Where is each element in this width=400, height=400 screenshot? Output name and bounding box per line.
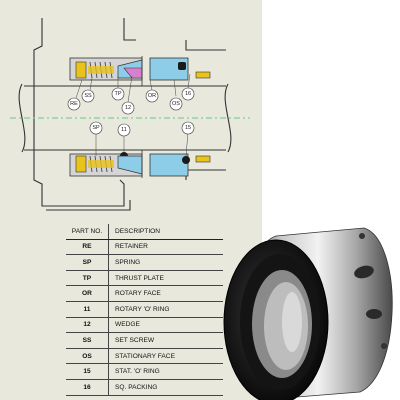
- description-cell: SQ. PACKING: [108, 379, 223, 396]
- table-row: TP THRUST PLATE: [66, 270, 223, 287]
- callout-ss-circle: [81, 89, 95, 103]
- table-header-row: PART NO. DESCRIPTION: [66, 224, 223, 240]
- set-screw-hole: [366, 309, 382, 319]
- parts-table: PART NO. DESCRIPTION RE RETAINER SP SPRI…: [66, 224, 223, 396]
- table-row: SS SET SCREW: [66, 332, 223, 349]
- table-row: OS STATIONARY FACE: [66, 348, 223, 365]
- table-row: 15 STAT. 'O' RING: [66, 363, 223, 380]
- set-screw-hole: [381, 343, 387, 349]
- callout-or-circle: [145, 89, 159, 103]
- callout-12-circle: [121, 101, 135, 115]
- description-cell: ROTARY FACE: [108, 285, 223, 302]
- description-cell: THRUST PLATE: [108, 270, 223, 287]
- callout-sp: SP: [92, 125, 100, 131]
- stationary-oring-bottom: [182, 156, 190, 164]
- part-no-cell: OR: [66, 285, 109, 302]
- callout-tp-circle: [111, 87, 125, 101]
- table-row: RE RETAINER: [66, 239, 223, 256]
- part-no-cell: SS: [66, 332, 109, 349]
- part-no-cell: SP: [66, 254, 109, 271]
- callout-16: 16: [185, 91, 191, 97]
- header-description: DESCRIPTION: [108, 224, 223, 240]
- description-cell: STAT. 'O' RING: [108, 363, 223, 380]
- set-screw-hole: [354, 265, 374, 279]
- description-cell: WEDGE: [108, 317, 223, 334]
- description-cell: SPRING: [108, 254, 223, 271]
- callout-16-circle: [181, 87, 195, 101]
- description-cell: ROTARY 'O' RING: [108, 301, 223, 318]
- callout-os-circle: [169, 97, 183, 111]
- packing-bottom: [195, 155, 211, 163]
- table-row: OR ROTARY FACE: [66, 285, 223, 302]
- part-no-cell: 11: [66, 301, 109, 318]
- description-cell: RETAINER: [108, 239, 223, 256]
- mechanical-seal-photo: [223, 227, 393, 400]
- part-no-cell: 15: [66, 363, 109, 380]
- retainer-yellow-bottom: [75, 155, 87, 173]
- callout-11: 11: [121, 127, 127, 133]
- shaft: [18, 83, 232, 153]
- part-no-cell: TP: [66, 270, 109, 287]
- table-row: 12 WEDGE: [66, 317, 223, 334]
- callout-15: 15: [185, 125, 191, 131]
- stationary-face-bottom: [149, 153, 189, 177]
- part-no-cell: 16: [66, 379, 109, 396]
- header-part-no: PART NO.: [66, 224, 109, 240]
- callout-sp-circle: [89, 121, 103, 135]
- callout-re: RE: [70, 101, 78, 107]
- table-row: 16 SQ. PACKING: [66, 379, 223, 396]
- bottom-seal-assembly: [69, 149, 211, 178]
- description-cell: STATIONARY FACE: [108, 348, 223, 365]
- callout-11-circle: [117, 123, 131, 137]
- table-row: SP SPRING: [66, 254, 223, 271]
- callout-os: OS: [172, 101, 180, 107]
- housing-outline: [33, 18, 226, 211]
- retainer-yellow-top: [75, 61, 87, 79]
- seal-bore-highlight: [282, 292, 302, 352]
- packing-top: [195, 71, 211, 79]
- table-row: 11 ROTARY 'O' RING: [66, 301, 223, 318]
- part-no-cell: 12: [66, 317, 109, 334]
- description-cell: SET SCREW: [108, 332, 223, 349]
- leader-lines: [75, 73, 191, 157]
- seal-cross-section-drawing: RE SS TP 12 OR OS 16 SP 11 15: [10, 18, 250, 211]
- callout-15-circle: [181, 121, 195, 135]
- part-no-cell: RE: [66, 239, 109, 256]
- callout-re-circle: [67, 97, 81, 111]
- callout-tp: TP: [114, 91, 121, 97]
- part-no-cell: OS: [66, 348, 109, 365]
- stationary-oring-top: [178, 62, 186, 70]
- callout-12: 12: [125, 105, 131, 111]
- set-screw-hole: [359, 233, 365, 239]
- callout-or: OR: [148, 93, 156, 99]
- top-seal-assembly: [69, 56, 211, 87]
- spring-coils-top: [88, 66, 114, 74]
- spring-coils-bottom: [88, 160, 114, 168]
- callout-ss: SS: [84, 93, 92, 99]
